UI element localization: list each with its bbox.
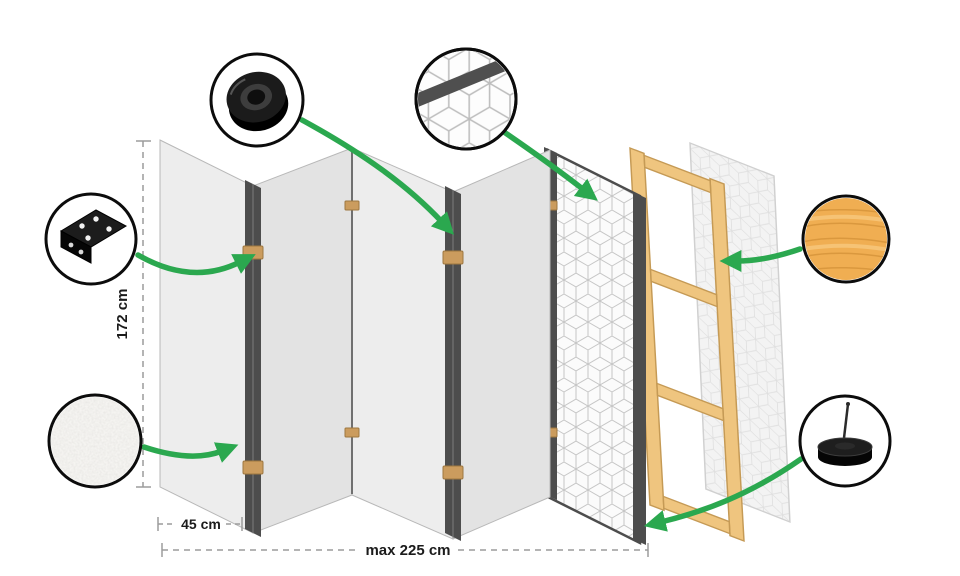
hinge-callout bbox=[44, 192, 138, 286]
pattern-callout bbox=[414, 47, 518, 151]
dimension-height: 172 cm bbox=[114, 140, 151, 488]
texture-arrow bbox=[141, 442, 239, 463]
hinge bbox=[242, 245, 264, 260]
panel-edge-right bbox=[633, 192, 646, 545]
panel-3 bbox=[351, 147, 454, 540]
tape-arrow bbox=[299, 117, 455, 235]
hinge bbox=[242, 460, 264, 475]
patterned-panel bbox=[544, 147, 646, 546]
frame-rung bbox=[643, 154, 712, 194]
pattern-arrow bbox=[501, 129, 598, 201]
height-label: 172 cm bbox=[114, 289, 131, 340]
fold-edge-front-2 bbox=[445, 186, 461, 541]
hinge bbox=[442, 250, 464, 265]
wooden-frame bbox=[629, 146, 745, 543]
hinge-arrow bbox=[135, 252, 256, 276]
texture-callout bbox=[47, 393, 143, 489]
foot-callout bbox=[798, 394, 892, 488]
wood-grain-icon bbox=[805, 198, 887, 280]
dimension-panel-width: 45 cm bbox=[157, 516, 243, 532]
wood-arrow bbox=[719, 246, 803, 272]
panel-2 bbox=[252, 147, 353, 534]
canvas-texture-icon bbox=[51, 397, 139, 485]
frame-rung bbox=[649, 268, 718, 308]
panel-4 bbox=[452, 149, 551, 540]
hinge bbox=[344, 427, 360, 438]
fold-edge-front-1 bbox=[245, 180, 261, 537]
panel-1 bbox=[159, 139, 254, 534]
cube-pattern-icon bbox=[418, 51, 514, 147]
wood-callout bbox=[801, 194, 891, 284]
dimension-max-width: max 225 cm bbox=[161, 542, 649, 559]
frame-rung bbox=[656, 382, 725, 422]
tape-callout bbox=[209, 52, 305, 148]
frame-right-rail bbox=[709, 177, 745, 543]
hinge bbox=[442, 465, 464, 480]
hinge-bracket-icon bbox=[59, 209, 128, 264]
frame-rung bbox=[662, 495, 731, 535]
hinge bbox=[344, 200, 360, 211]
foot-arrow bbox=[643, 456, 804, 532]
foot-pad-icon bbox=[817, 402, 873, 466]
max-width-label: max 225 cm bbox=[365, 542, 450, 559]
tape-roll-icon bbox=[226, 71, 289, 132]
panel-width-label: 45 cm bbox=[181, 516, 221, 532]
